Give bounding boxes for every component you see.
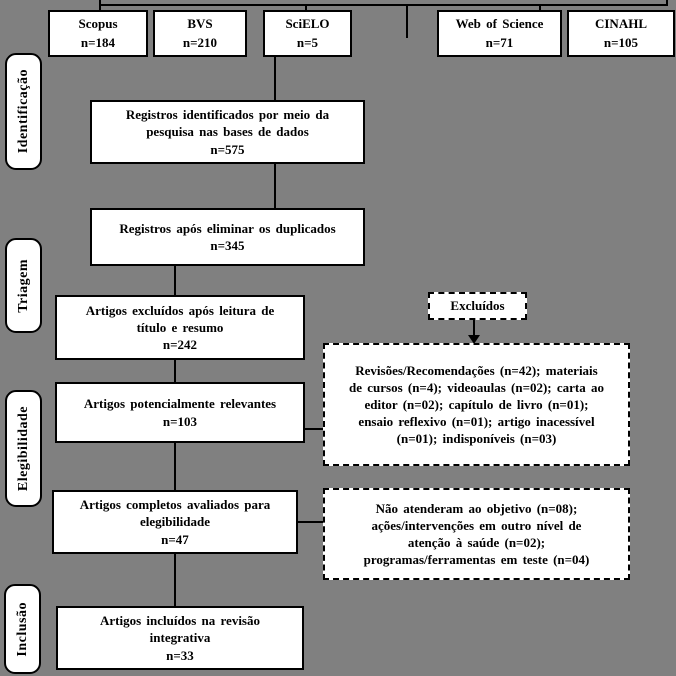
exclusion-reasons-screening-box: Revisões/Recomendações (n=42); materiais…	[323, 343, 630, 466]
connector-screened-to-relevant	[174, 360, 176, 382]
connector-stub-center	[406, 4, 408, 38]
exclusion-reasons-text: Não atenderam ao objetivo (n=08); ações/…	[363, 500, 590, 568]
flow-box-text: Registros identificados por meio da pesq…	[125, 107, 330, 157]
flow-box-fulltext-assessed: Artigos completos avaliados para elegibi…	[52, 490, 298, 554]
flow-box-potentially-relevant: Artigos potencialmente relevantes n=103	[55, 382, 305, 443]
stage-label-text: Inclusão	[14, 601, 30, 657]
db-count: n=5	[296, 34, 319, 50]
db-count: n=184	[80, 34, 116, 50]
excluded-arrow-line	[473, 320, 475, 337]
db-box-web-of-science: Web of Science n=71	[437, 10, 562, 57]
excluded-header-box: Excluídos	[428, 292, 527, 320]
connector-dedup-to-screened	[174, 266, 176, 295]
connector-fulltext-to-included	[174, 554, 176, 606]
db-box-bvs: BVS n=210	[153, 10, 247, 57]
connector-stub-scielo	[305, 4, 307, 11]
flow-box-identified: Registros identificados por meio da pesq…	[90, 100, 365, 164]
stage-label-inclusao: Inclusão	[4, 584, 41, 674]
connector-stub-web-of-science	[539, 4, 541, 11]
db-name: CINAHL	[594, 15, 647, 31]
stage-label-text: Identificação	[15, 69, 31, 154]
flow-box-deduplicated: Registros após eliminar os duplicados n=…	[90, 208, 365, 266]
flow-box-text: Artigos completos avaliados para elegibi…	[79, 497, 271, 547]
stage-label-elegibilidade: Elegibilidade	[5, 390, 42, 507]
flow-box-excluded-title-abstract: Artigos excluídos após leitura de título…	[55, 295, 305, 360]
connector-relevant-to-fulltext	[174, 443, 176, 490]
db-count: n=210	[182, 34, 218, 50]
down-arrow-icon	[468, 335, 480, 344]
connector-top-horizontal	[99, 4, 668, 6]
db-count: n=105	[603, 34, 639, 50]
db-count: n=71	[485, 34, 514, 50]
connector-fulltext-to-exclusions	[298, 521, 323, 523]
db-box-scielo: SciELO n=5	[263, 10, 352, 57]
stage-label-text: Triagem	[15, 258, 31, 313]
db-box-scopus: Scopus n=184	[48, 10, 148, 57]
connector-stub-right	[666, 0, 668, 5]
db-name: SciELO	[285, 15, 330, 31]
flow-box-text: Artigos potencialmente relevantes n=103	[83, 396, 277, 429]
flow-box-included: Artigos incluídos na revisão integrativa…	[56, 606, 304, 670]
connector-relevant-to-exclusions	[305, 428, 323, 430]
connector-scielo-to-identified	[274, 57, 276, 100]
flow-box-text: Artigos incluídos na revisão integrativa…	[100, 613, 260, 663]
db-name: BVS	[187, 15, 213, 31]
db-name: Web of Science	[455, 15, 544, 31]
excluded-header-text: Excluídos	[450, 298, 505, 314]
db-name: Scopus	[78, 15, 118, 31]
connector-identified-to-dedup	[274, 164, 276, 208]
stage-label-text: Elegibilidade	[15, 405, 31, 492]
flow-box-text: Registros após eliminar os duplicados n=…	[119, 220, 336, 253]
connector-stub-scopus	[99, 0, 101, 11]
db-box-cinahl: CINAHL n=105	[567, 10, 675, 57]
exclusion-reasons-text: Revisões/Recomendações (n=42); materiais…	[348, 362, 605, 447]
stage-label-identificacao: Identificação	[5, 53, 42, 170]
exclusion-reasons-eligibility-box: Não atenderam ao objetivo (n=08); ações/…	[323, 488, 630, 580]
stage-label-triagem: Triagem	[5, 238, 42, 333]
flow-box-text: Artigos excluídos após leitura de título…	[85, 302, 275, 353]
